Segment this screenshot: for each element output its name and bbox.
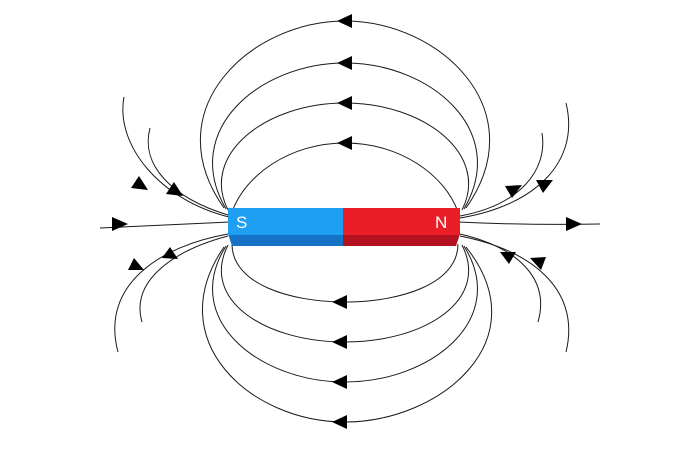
field-line-left-upper-1 bbox=[147, 127, 229, 216]
arrow-left-icon bbox=[332, 415, 347, 429]
field-line-top-4 bbox=[200, 20, 490, 209]
field-line-bottom-4 bbox=[202, 246, 493, 423]
arrow-up-left-icon bbox=[530, 257, 546, 270]
field-line-bottom-1 bbox=[231, 243, 459, 303]
field-line-bottom-3 bbox=[212, 245, 478, 383]
arrow-down-left-icon bbox=[162, 247, 178, 259]
north-pole-label: N bbox=[435, 213, 447, 232]
arrow-up-left-icon bbox=[500, 252, 516, 264]
arrow-left-icon bbox=[337, 96, 352, 110]
arrow-right-icon bbox=[112, 217, 128, 231]
magnet-south-shadow bbox=[228, 234, 343, 246]
field-line-left-lower-1 bbox=[139, 235, 229, 323]
magnet-south-pole bbox=[228, 208, 343, 235]
arrow-left-icon bbox=[337, 56, 352, 70]
south-pole-label: S bbox=[236, 213, 247, 232]
arrow-down-right-icon bbox=[166, 182, 183, 196]
arrow-left-icon bbox=[332, 295, 347, 309]
magnet-north-shadow bbox=[343, 234, 460, 246]
magnet-north-pole bbox=[343, 208, 460, 235]
field-line-right-upper-2 bbox=[459, 102, 570, 219]
field-line-top-2 bbox=[221, 102, 469, 211]
field-line-axis-right bbox=[457, 221, 601, 225]
direction-arrows bbox=[112, 14, 582, 429]
arrow-up-right-icon bbox=[505, 185, 522, 198]
bar-magnet: S N bbox=[228, 208, 460, 246]
arrow-left-icon bbox=[337, 14, 352, 28]
field-line-top-1 bbox=[231, 142, 459, 213]
arrow-up-right-icon bbox=[536, 180, 553, 193]
arrow-left-icon bbox=[332, 335, 347, 349]
field-line-bottom-2 bbox=[221, 244, 469, 343]
field-line-left-upper-2 bbox=[122, 96, 230, 218]
field-line-left-lower-2 bbox=[114, 233, 229, 353]
arrow-left-icon bbox=[332, 375, 347, 389]
arrow-right-icon bbox=[566, 217, 582, 231]
arrow-down-right-icon bbox=[131, 176, 148, 190]
field-line-right-lower-1 bbox=[459, 233, 542, 323]
field-line-right-upper-1 bbox=[459, 132, 544, 217]
field-line-right-lower-2 bbox=[459, 235, 570, 353]
field-line-top-3 bbox=[212, 62, 478, 210]
arrow-down-left-icon bbox=[128, 258, 144, 270]
arrow-left-icon bbox=[337, 136, 352, 150]
